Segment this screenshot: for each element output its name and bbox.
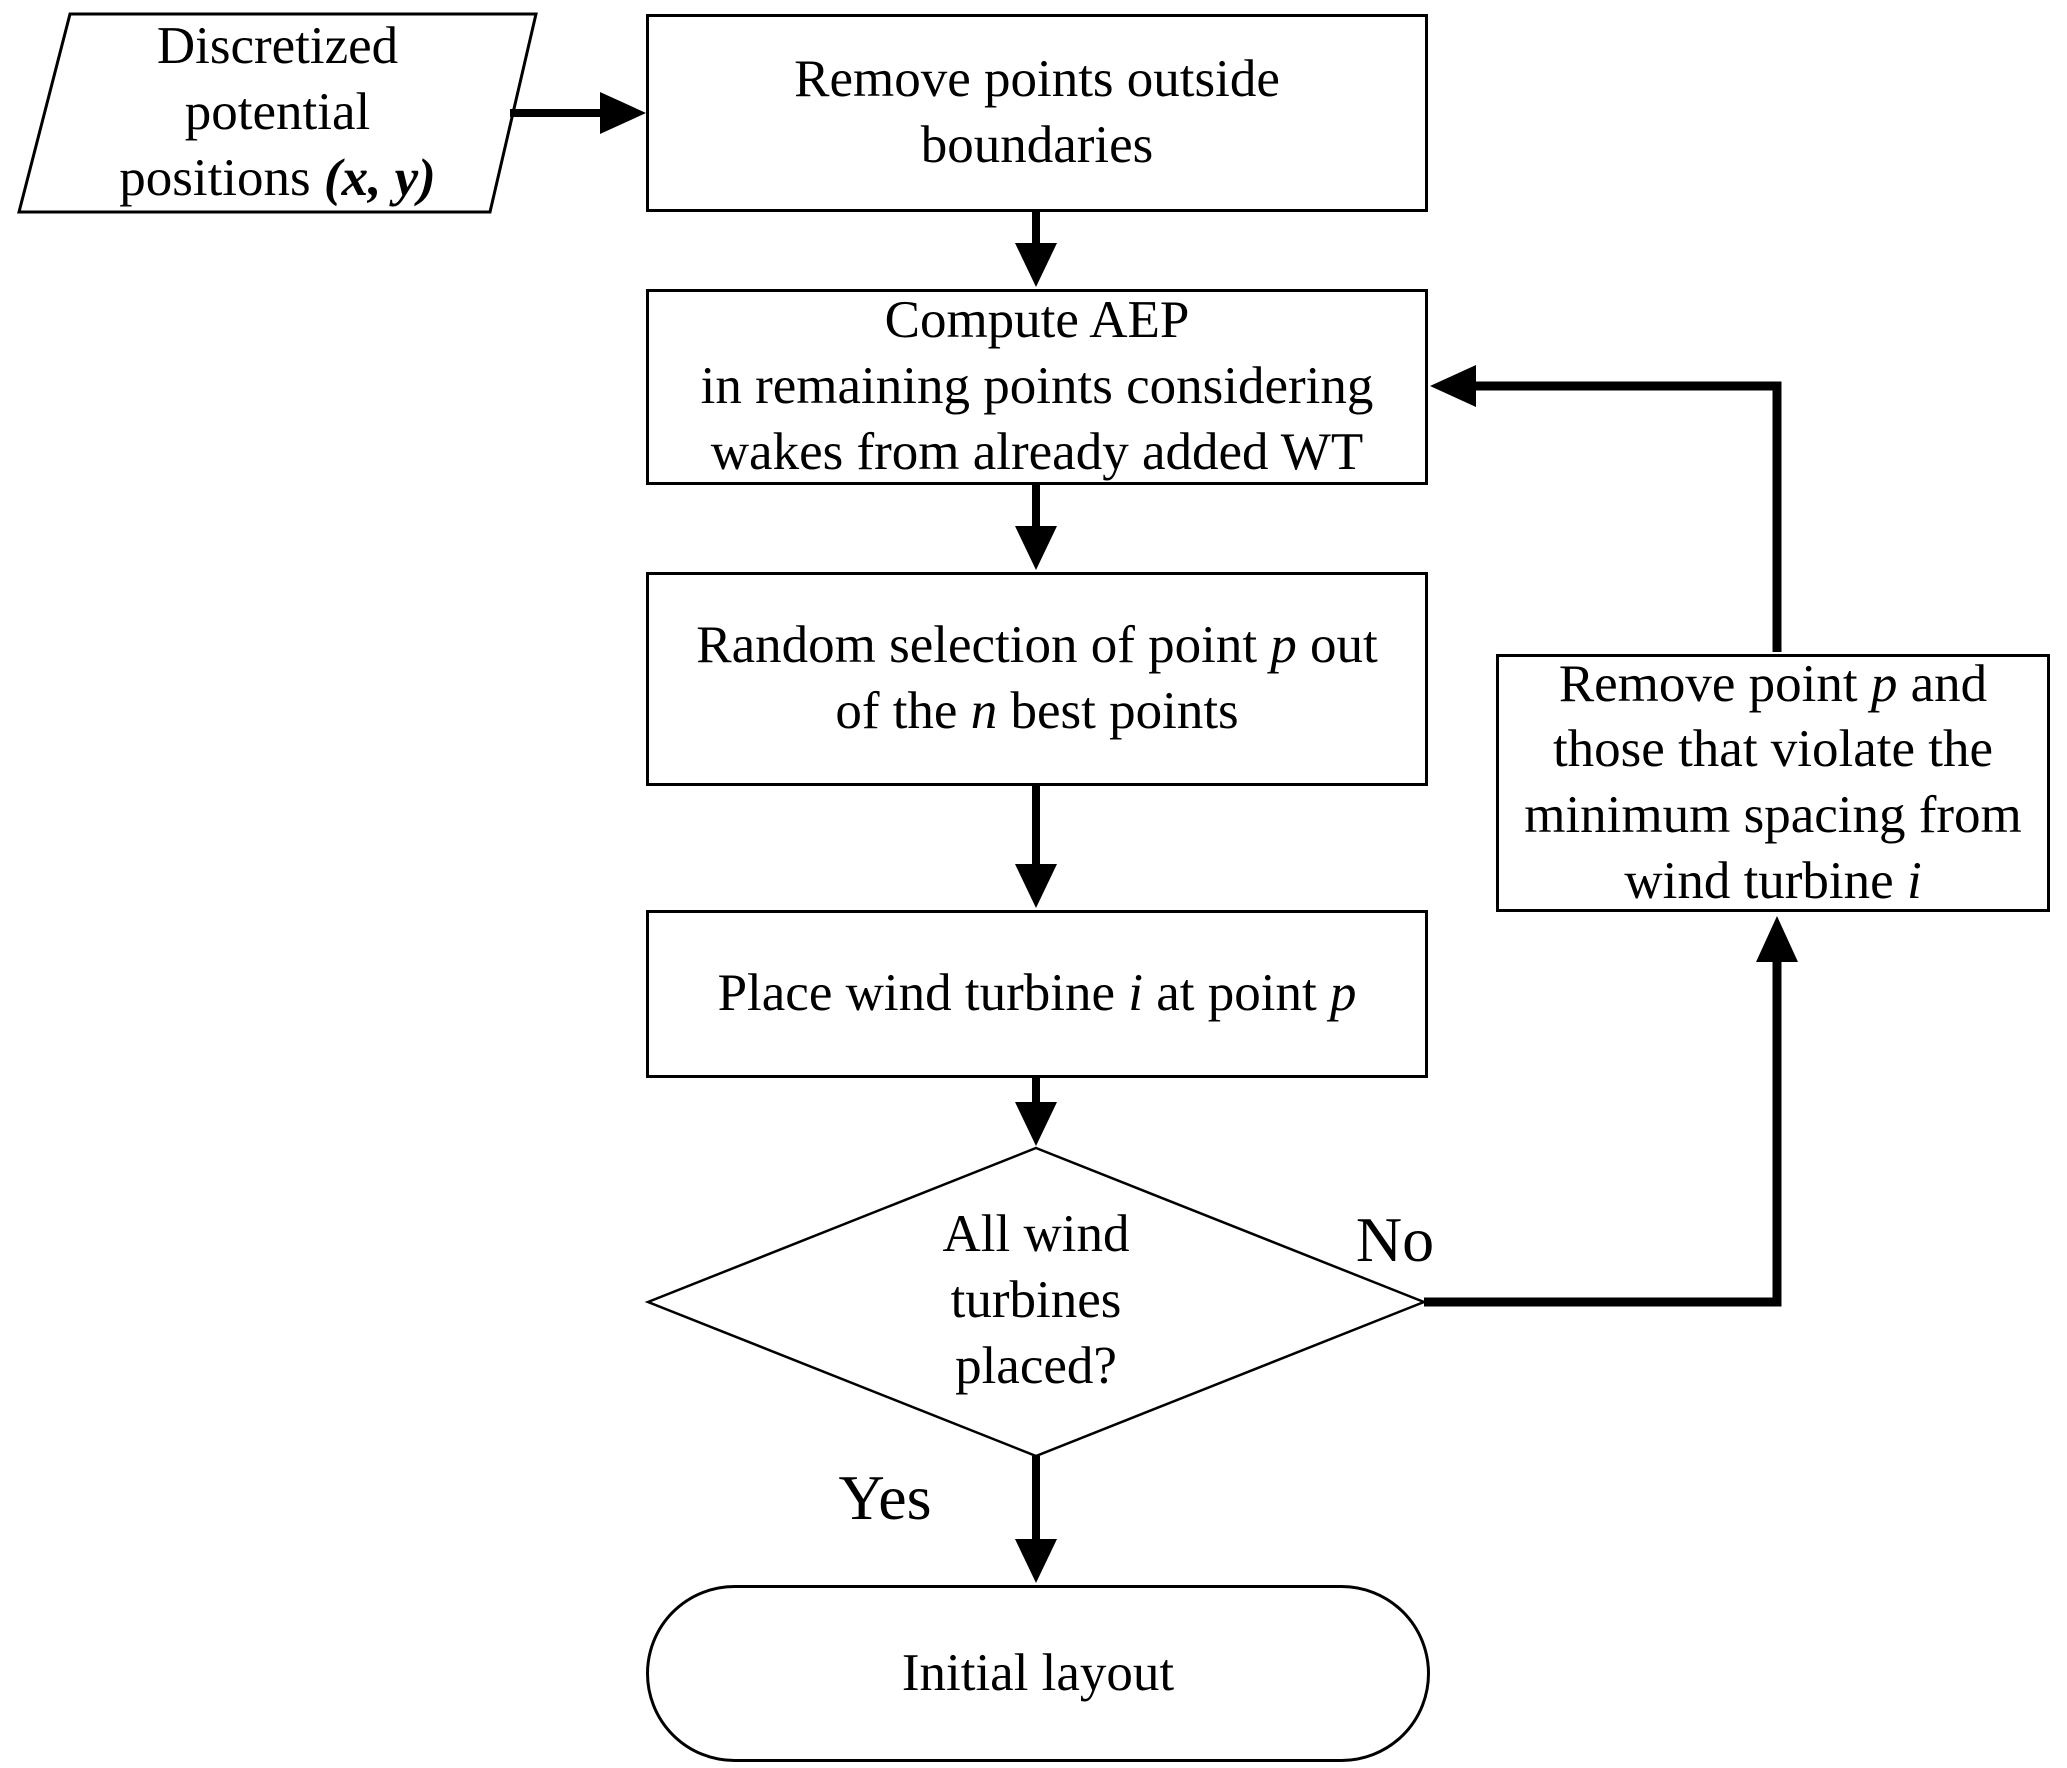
arrow-decision-yes-to-layout-head [1015, 1539, 1057, 1583]
arrow-remove-outside-to-compute-head [1015, 243, 1057, 287]
text-line: those that violate the [1552, 720, 1994, 779]
node-remove-point-p: Remove point p and those that violate the… [1496, 654, 2050, 912]
text-line: Discretized [156, 17, 399, 76]
node-remove-points-outside: Remove points outside boundaries [646, 14, 1428, 212]
arrow-decision-no-to-remove-point-head [1756, 916, 1798, 962]
text-line: potential [184, 83, 371, 142]
text-line: All wind [942, 1205, 1130, 1264]
arrow-decision-no-to-remove-point-line [1424, 958, 1782, 1307]
node-initial-layout: Initial layout [646, 1585, 1430, 1762]
text-line: minimum spacing from [1524, 786, 2022, 844]
input-parallelogram-shape [17, 12, 538, 214]
arrow-random-to-place-head [1015, 864, 1057, 908]
text-line: Random selection of point p out [696, 616, 1378, 675]
text-line: Initial layout [901, 1643, 1175, 1702]
node-discretized-positions: Discretized potential positions (x, y) [19, 14, 536, 212]
text-line: Remove points outside [794, 50, 1280, 109]
text-line: wind turbine i [1624, 851, 1922, 910]
node-random-selection: Random selection of point p out of the n … [646, 572, 1428, 786]
text-line: boundaries [920, 116, 1154, 174]
node-place-wind-turbine: Place wind turbine i at point p [646, 910, 1428, 1078]
arrow-remove-point-to-compute-line [1474, 381, 1782, 652]
arrow-input-to-remove-outside-head [600, 92, 646, 134]
text-line: turbines [950, 1271, 1122, 1330]
text-line: wakes from already added WT [710, 422, 1364, 481]
text-line: positions (x, y) [119, 148, 436, 207]
arrow-place-to-decision-head [1015, 1102, 1057, 1146]
text-line: Place wind turbine i at point p [717, 964, 1357, 1023]
text-line: in remaining points considering [700, 357, 1374, 416]
arrow-compute-to-random-head [1015, 526, 1057, 570]
edge-label-yes: Yes [838, 1462, 932, 1533]
edge-label-no: No [1355, 1204, 1435, 1275]
arrow-remove-point-to-compute-head [1430, 365, 1476, 407]
text-line: placed? [955, 1336, 1117, 1395]
text-line: Remove point p and [1558, 654, 1988, 713]
node-all-turbines-placed: All wind turbines placed? [826, 1165, 1246, 1437]
node-compute-aep: Compute AEP in remaining points consideri… [646, 289, 1428, 485]
text-line: Compute AEP [884, 291, 1190, 350]
text-line: of the n best points [835, 682, 1239, 740]
